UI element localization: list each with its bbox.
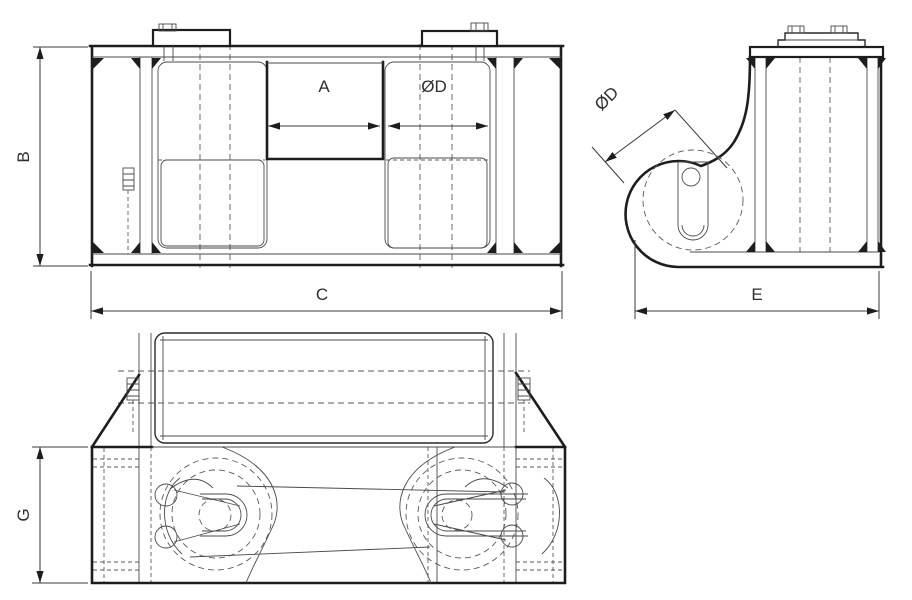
centerline (199, 44, 453, 268)
chain-link-lines (189, 485, 505, 558)
dim-label-a: A (318, 77, 330, 96)
dim-label-b: B (14, 151, 33, 162)
pin-bracket (677, 161, 709, 241)
chain-pocket-left (154, 446, 278, 584)
side-profile (624, 55, 885, 269)
weld-marks (92, 58, 561, 253)
sloped-wall-right (514, 371, 567, 449)
dimension-g: G (14, 446, 88, 584)
edge-fitting-right (517, 377, 531, 432)
top-block-right (420, 29, 499, 48)
sloped-wall-left (90, 373, 141, 449)
grease-fitting (122, 167, 135, 254)
dimension-roller-diameter-side: ØD (591, 83, 728, 184)
dim-label-g: G (14, 508, 33, 521)
dimension-c: C (90, 271, 563, 319)
plan-view: G (14, 332, 567, 585)
top-block-left (151, 28, 232, 48)
front-outline (88, 44, 565, 268)
top-flange (748, 45, 885, 59)
side-view: ØD E (591, 25, 886, 319)
dim-label-c: C (316, 285, 328, 304)
pin-hole (681, 167, 701, 187)
weld-marks (746, 58, 886, 252)
roller-left (157, 61, 268, 249)
front-view: A ØD B C (14, 22, 565, 319)
dim-label-e: E (751, 285, 762, 304)
chain-notch (265, 60, 385, 161)
bearing-cap (777, 32, 866, 48)
roller-plan (154, 332, 494, 444)
dimension-roller-diameter-front: ØD (388, 77, 488, 130)
side-plate-lines (139, 57, 515, 254)
base-outline (90, 445, 567, 585)
roller-circle-hidden (642, 149, 744, 251)
dim-label-roller-diameter-side: ØD (591, 83, 622, 114)
dimension-a: A (268, 77, 380, 130)
edge-fitting-left (126, 377, 140, 432)
bolt-hole (154, 483, 178, 507)
dim-label-roller-diameter-front: ØD (421, 77, 447, 96)
dimension-e: E (634, 240, 880, 319)
dimension-b: B (14, 46, 88, 267)
chain-pocket-right (399, 446, 560, 584)
